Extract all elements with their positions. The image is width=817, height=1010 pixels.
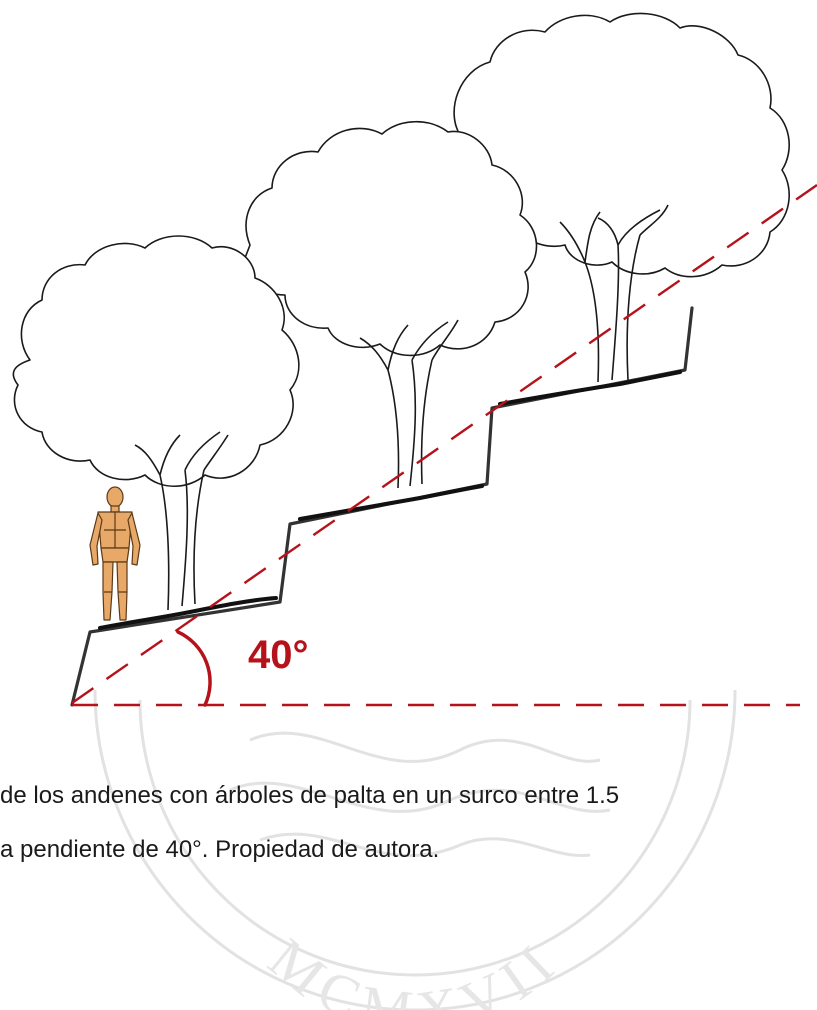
figure-caption-line-2: a pendiente de 40°. Propiedad de autora.	[0, 836, 440, 863]
figure-caption-line-1: de los andenes con árboles de palta en u…	[0, 782, 620, 809]
svg-text:MCMXVII: MCMXVII	[257, 925, 573, 1010]
slope-reference-lines	[71, 184, 817, 707]
human-figure-icon	[89, 486, 141, 621]
slope-line	[71, 184, 817, 704]
terrace-ground	[70, 306, 694, 707]
seal-motto: MCMXVII	[257, 925, 563, 1010]
angle-arc	[176, 630, 212, 707]
tree-icon	[243, 121, 538, 489]
tree-icon	[12, 235, 300, 611]
angle-label: 40°	[248, 633, 309, 677]
